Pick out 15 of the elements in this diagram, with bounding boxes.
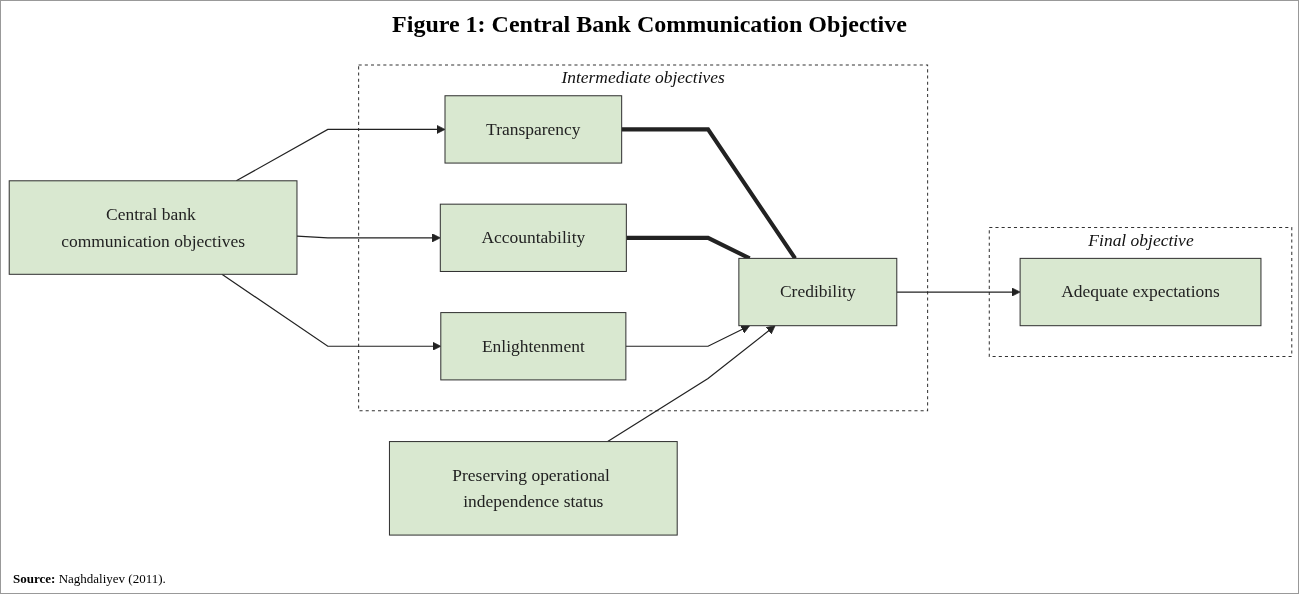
figure-title: Figure 1: Central Bank Communication Objective [391, 11, 908, 38]
arrow [296, 233, 441, 243]
connector [621, 127, 797, 260]
arrow [235, 124, 446, 182]
node-box: Central bank communication objectives [8, 180, 298, 275]
node-box: Adequate expectations [1019, 257, 1262, 327]
arrow [607, 325, 776, 443]
node-box: Accountability [439, 203, 627, 272]
node-box: Enlightenment [440, 312, 627, 381]
arrow [896, 287, 1021, 297]
arrow [625, 325, 751, 347]
node-box: Preserving operational independence status [388, 441, 678, 536]
node-box: Credibility [738, 257, 898, 327]
source-note: Source: Naghdaliyev (2011). [13, 571, 166, 587]
node-box: Transparency [444, 95, 623, 164]
